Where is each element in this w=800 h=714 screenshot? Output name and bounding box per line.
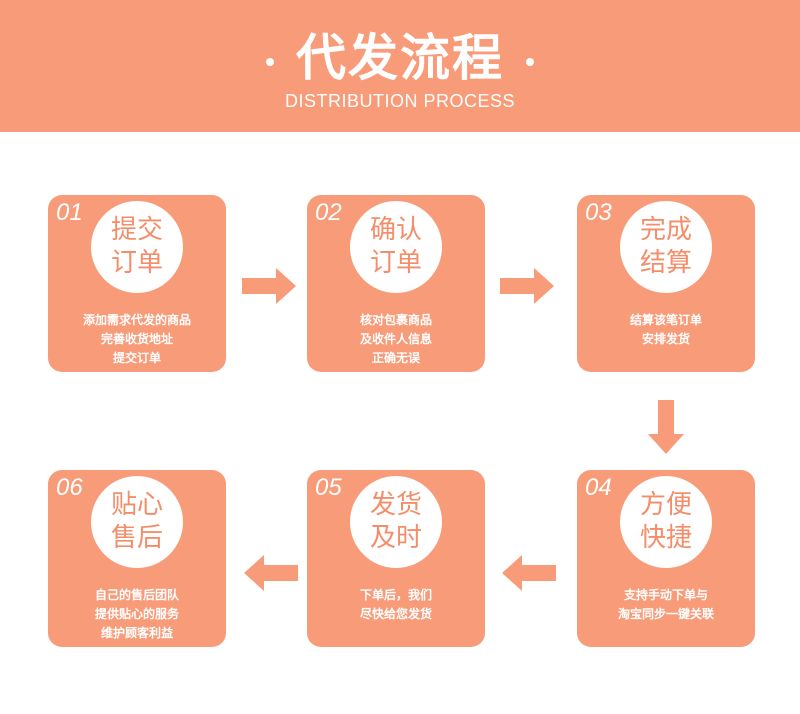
step-desc-line: 维护顾客利益 [100, 626, 173, 640]
step-desc-line: 淘宝同步一键关联 [617, 607, 714, 621]
step-title-line1: 确认 [369, 215, 422, 245]
step-number: 03 [585, 199, 612, 226]
step-description: 下单后，我们尽快给您发货 [307, 586, 485, 624]
step-desc-line: 添加需求代发的商品 [82, 313, 191, 327]
step-desc-line: 支持手动下单与 [623, 588, 708, 602]
step-number: 02 [315, 199, 342, 226]
step-desc-line: 尽快给您发货 [359, 607, 432, 621]
step-card: 04 方便快捷 支持手动下单与淘宝同步一键关联 [577, 470, 755, 647]
arrow-right-icon [500, 268, 554, 304]
step-title-circle: 方便快捷 [620, 476, 712, 568]
header-banner: 代发流程 DISTRIBUTION PROCESS [0, 0, 800, 132]
step-desc-line: 结算该笔订单 [629, 313, 702, 327]
step-card: 06 贴心售后 自己的售后团队提供贴心的服务维护顾客利益 [48, 470, 226, 647]
step-number: 05 [315, 474, 342, 501]
step-desc-line: 自己的售后团队 [94, 588, 179, 602]
step-title-line1: 方便 [639, 490, 692, 520]
arrow-down-icon [648, 400, 684, 454]
step-title-line1: 完成 [639, 215, 692, 245]
step-desc-line: 提供贴心的服务 [94, 607, 179, 621]
step-number: 04 [585, 474, 612, 501]
step-title-line2: 快捷 [639, 523, 692, 553]
step-title-line1: 发货 [369, 490, 422, 520]
step-title-line1: 贴心 [110, 490, 163, 520]
step-title-line2: 及时 [369, 523, 422, 553]
step-description: 核对包裹商品及收件人信息正确无误 [307, 311, 485, 368]
step-title-line2: 售后 [110, 523, 163, 553]
step-title-line2: 结算 [639, 248, 692, 278]
step-desc-line: 提交订单 [112, 351, 161, 365]
step-title-circle: 提交订单 [91, 201, 183, 293]
step-title-line1: 提交 [110, 215, 163, 245]
step-description: 自己的售后团队提供贴心的服务维护顾客利益 [48, 586, 226, 643]
step-title-line2: 订单 [369, 248, 422, 278]
step-title-line2: 订单 [110, 248, 163, 278]
step-title-circle: 发货及时 [350, 476, 442, 568]
step-desc-line: 完善收货地址 [100, 332, 173, 346]
step-desc-line: 下单后，我们 [359, 588, 432, 602]
step-description: 结算该笔订单安排发货 [577, 311, 755, 349]
step-number: 06 [56, 474, 83, 501]
step-card: 05 发货及时 下单后，我们尽快给您发货 [307, 470, 485, 647]
step-desc-line: 安排发货 [641, 332, 690, 346]
arrow-right-icon [242, 268, 296, 304]
step-card: 01 提交订单 添加需求代发的商品完善收货地址提交订单 [48, 195, 226, 372]
dot-icon [266, 57, 274, 66]
step-number: 01 [56, 199, 83, 226]
step-desc-line: 及收件人信息 [359, 332, 432, 346]
arrow-left-icon [244, 555, 298, 591]
dot-icon [526, 57, 534, 66]
arrow-left-icon [502, 555, 556, 591]
page-subtitle: DISTRIBUTION PROCESS [284, 91, 516, 111]
step-desc-line: 核对包裹商品 [359, 313, 432, 327]
step-title-circle: 完成结算 [620, 201, 712, 293]
title-text: 代发流程 [296, 29, 504, 87]
step-desc-line: 正确无误 [371, 351, 420, 365]
step-card: 02 确认订单 核对包裹商品及收件人信息正确无误 [307, 195, 485, 372]
step-description: 支持手动下单与淘宝同步一键关联 [577, 586, 755, 624]
step-card: 03 完成结算 结算该笔订单安排发货 [577, 195, 755, 372]
step-title-circle: 贴心售后 [91, 476, 183, 568]
step-title-circle: 确认订单 [350, 201, 442, 293]
step-description: 添加需求代发的商品完善收货地址提交订单 [48, 311, 226, 368]
page-title: 代发流程 [0, 18, 800, 90]
